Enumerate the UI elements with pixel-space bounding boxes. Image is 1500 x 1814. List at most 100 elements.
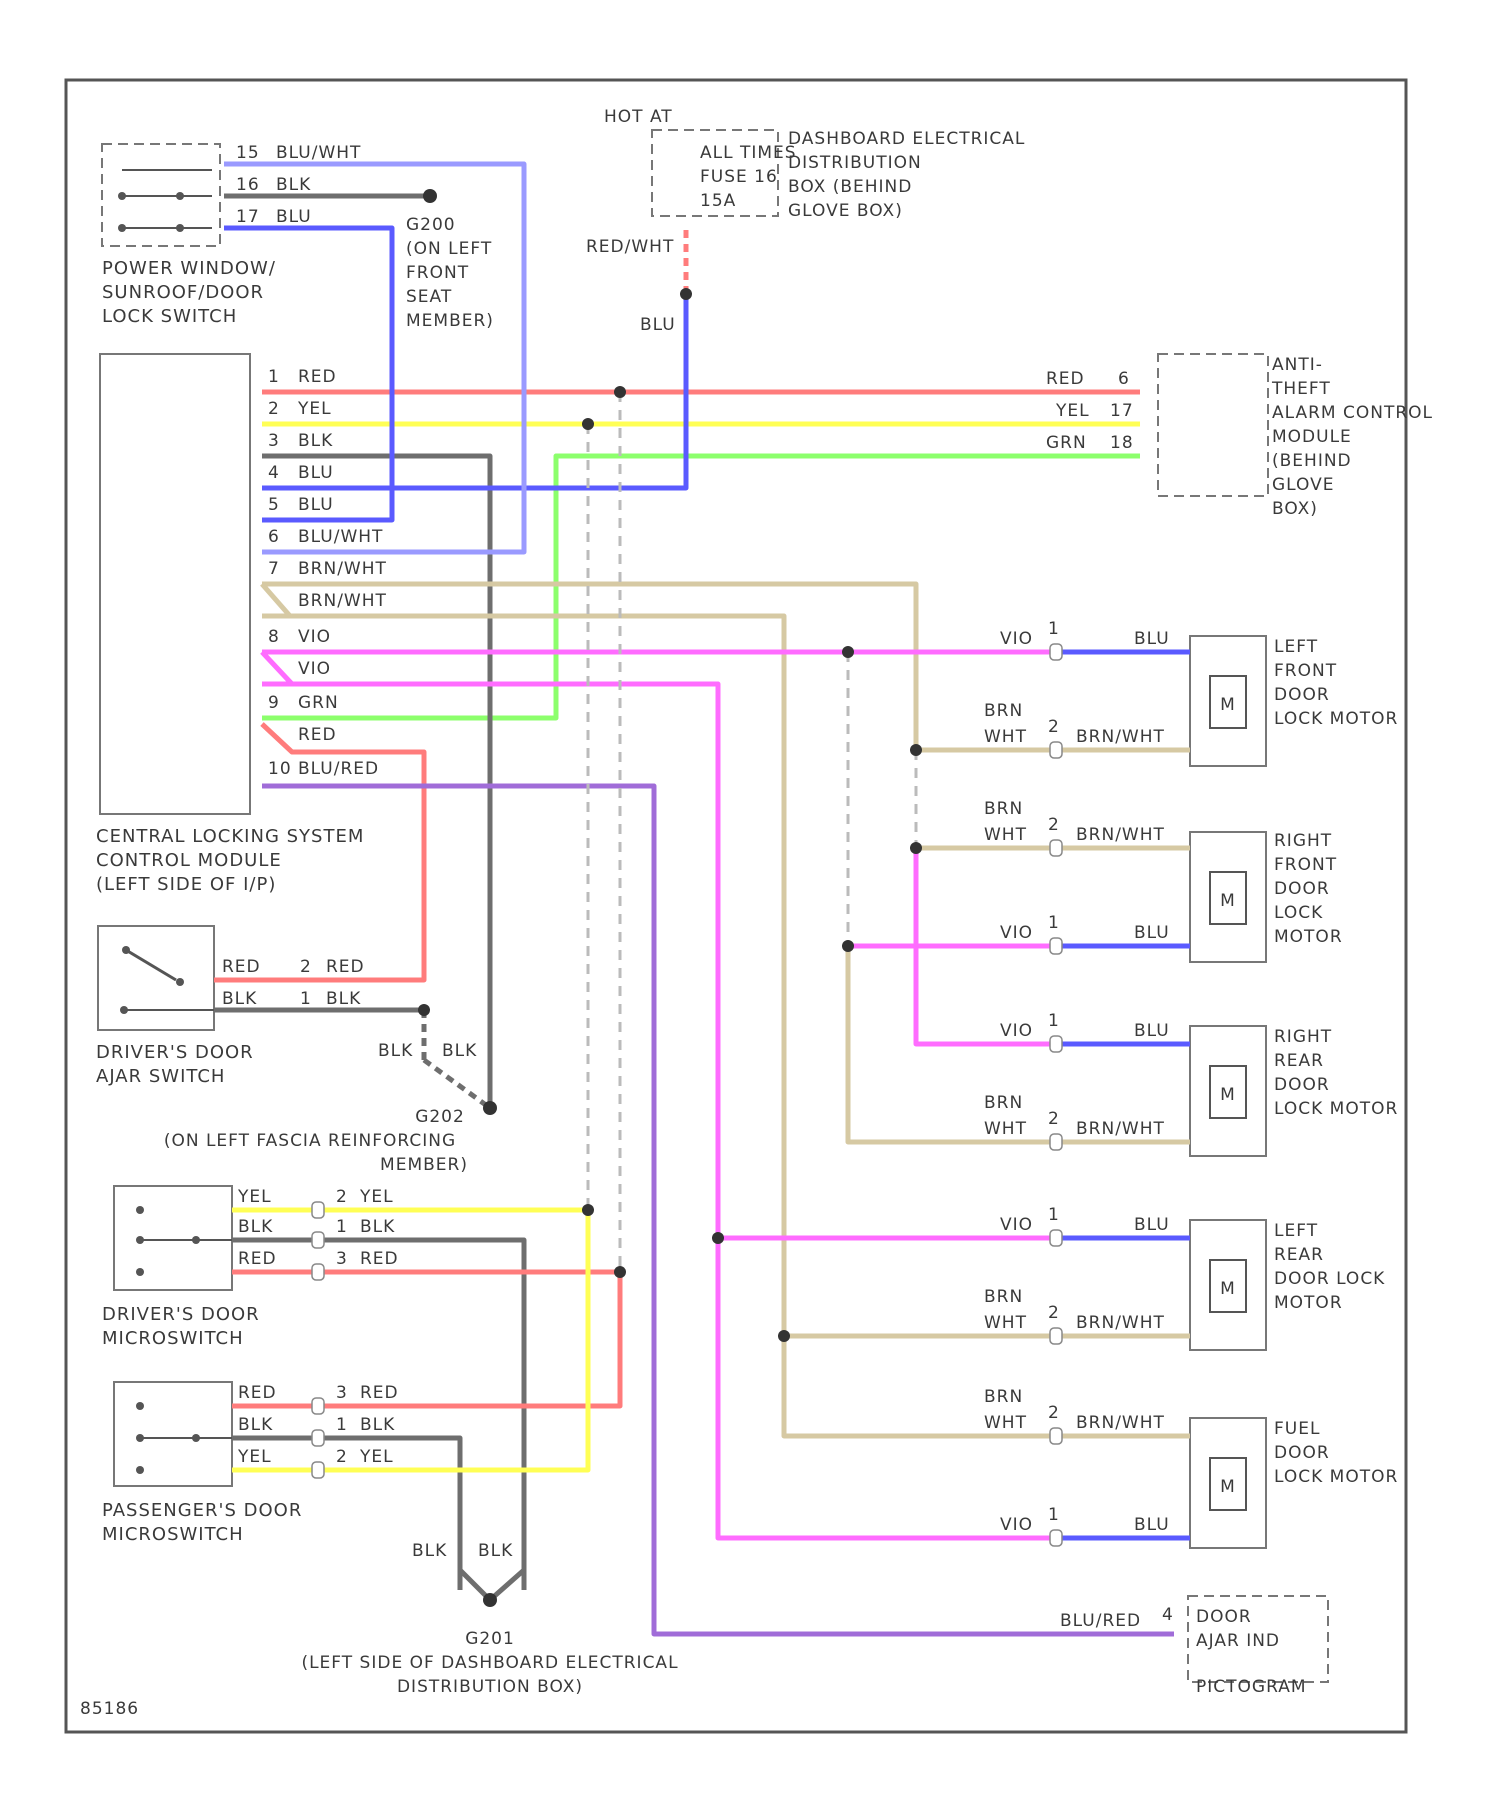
svg-text:BLK: BLK — [478, 1541, 513, 1561]
svg-text:RED: RED — [298, 725, 337, 745]
svg-text:17: 17 — [236, 207, 260, 227]
svg-text:AJAR SWITCH: AJAR SWITCH — [96, 1066, 225, 1087]
svg-text:9: 9 — [268, 693, 280, 713]
driver-micro-labels: YEL 2 YEL BLK 1 BLK RED 3 RED — [237, 1187, 399, 1269]
svg-text:1: 1 — [1048, 913, 1060, 933]
svg-text:M: M — [1220, 695, 1236, 715]
svg-text:BLK: BLK — [360, 1415, 395, 1435]
svg-text:WHT: WHT — [984, 825, 1027, 845]
svg-text:DOOR: DOOR — [1274, 1443, 1330, 1463]
g200-caption: G200 (ON LEFT FRONT SEAT MEMBER) — [406, 215, 494, 331]
svg-text:MICROSWITCH: MICROSWITCH — [102, 1524, 244, 1545]
svg-text:VIO: VIO — [1000, 923, 1033, 943]
svg-text:8: 8 — [268, 627, 280, 647]
svg-text:M: M — [1220, 1279, 1236, 1299]
driver-micro-caption: DRIVER'S DOOR MICROSWITCH — [102, 1304, 260, 1349]
svg-text:BLU: BLU — [298, 495, 334, 515]
svg-text:2: 2 — [268, 399, 280, 419]
svg-text:2: 2 — [336, 1447, 348, 1467]
svg-text:BLK: BLK — [276, 175, 311, 195]
svg-text:WHT: WHT — [984, 1413, 1027, 1433]
svg-text:GRN: GRN — [1046, 433, 1087, 453]
svg-text:RED: RED — [298, 367, 337, 387]
antitheft-module-box — [1158, 354, 1268, 496]
svg-text:MODULE: MODULE — [1272, 427, 1352, 447]
antitheft-pin-labels: RED 6 YEL 17 GRN 18 — [1046, 369, 1134, 453]
antitheft-caption: ANTI- THEFT ALARM CONTROL MODULE (BEHIND… — [1271, 355, 1433, 519]
svg-text:6: 6 — [268, 527, 280, 547]
svg-text:BLU: BLU — [1134, 923, 1170, 943]
svg-text:(BEHIND: (BEHIND — [1272, 451, 1352, 471]
svg-text:BLK: BLK — [378, 1041, 413, 1061]
svg-text:3: 3 — [336, 1249, 348, 1269]
svg-text:YEL: YEL — [237, 1447, 272, 1467]
svg-text:15: 15 — [236, 143, 260, 163]
svg-text:(LEFT SIDE OF I/P): (LEFT SIDE OF I/P) — [96, 874, 276, 895]
rf-wire-labels: BRN WHT 2 BRN/WHT VIO 1 BLU — [984, 799, 1170, 943]
svg-text:BRN/WHT: BRN/WHT — [1076, 727, 1165, 747]
svg-text:16: 16 — [236, 175, 260, 195]
svg-text:6: 6 — [1118, 369, 1130, 389]
svg-text:5: 5 — [268, 495, 280, 515]
svg-text:1: 1 — [1048, 619, 1060, 639]
svg-text:MOTOR: MOTOR — [1274, 1293, 1343, 1313]
svg-text:RED: RED — [360, 1249, 399, 1269]
svg-text:M: M — [1220, 1085, 1236, 1105]
svg-text:BRN: BRN — [984, 1287, 1023, 1307]
svg-text:2: 2 — [1048, 1403, 1060, 1423]
svg-text:3: 3 — [336, 1383, 348, 1403]
svg-text:RIGHT: RIGHT — [1274, 831, 1332, 851]
svg-text:GRN: GRN — [298, 693, 339, 713]
svg-text:PICTOGRAM: PICTOGRAM — [1196, 1677, 1307, 1697]
svg-text:G200: G200 — [406, 215, 456, 235]
svg-text:DOOR LOCK: DOOR LOCK — [1274, 1269, 1385, 1289]
svg-text:BRN/WHT: BRN/WHT — [1076, 825, 1165, 845]
rr-motor: M — [1190, 1026, 1266, 1156]
fuel-motor: M — [1190, 1418, 1266, 1548]
rr-wire-labels: VIO 1 BLU BRN WHT 2 BRN/WHT — [984, 1011, 1170, 1139]
svg-text:DRIVER'S DOOR: DRIVER'S DOOR — [102, 1304, 260, 1325]
svg-text:2: 2 — [1048, 1303, 1060, 1323]
svg-text:BLK: BLK — [326, 989, 361, 1009]
svg-text:RED: RED — [360, 1383, 399, 1403]
svg-text:BRN/WHT: BRN/WHT — [1076, 1119, 1165, 1139]
svg-text:PASSENGER'S DOOR: PASSENGER'S DOOR — [102, 1500, 302, 1521]
splice-dots — [418, 189, 922, 1607]
svg-text:REAR: REAR — [1274, 1245, 1324, 1265]
svg-text:LEFT: LEFT — [1274, 1221, 1318, 1241]
svg-text:FRONT: FRONT — [1274, 855, 1337, 875]
svg-text:AJAR IND: AJAR IND — [1196, 1631, 1280, 1651]
lr-motor: M — [1190, 1220, 1266, 1350]
svg-text:MEMBER): MEMBER) — [380, 1155, 468, 1175]
driver-microswitch — [114, 1186, 232, 1290]
svg-text:BLU/WHT: BLU/WHT — [276, 143, 361, 163]
svg-text:FRONT: FRONT — [406, 263, 469, 283]
svg-text:BLK: BLK — [238, 1217, 273, 1237]
svg-text:VIO: VIO — [298, 627, 331, 647]
svg-text:CENTRAL LOCKING SYSTEM: CENTRAL LOCKING SYSTEM — [96, 826, 364, 847]
lr-motor-caption: LEFT REAR DOOR LOCK MOTOR — [1274, 1221, 1385, 1313]
svg-text:1: 1 — [1048, 1505, 1060, 1525]
svg-text:1: 1 — [336, 1217, 348, 1237]
svg-text:YEL: YEL — [359, 1447, 394, 1467]
lf-wire-labels: VIO 1 BLU BRN WHT 2 BRN/WHT — [984, 619, 1170, 747]
g202-caption: G202 (ON LEFT FASCIA REINFORCING MEMBER) — [164, 1107, 468, 1175]
svg-text:WHT: WHT — [984, 1313, 1027, 1333]
svg-text:BLU/WHT: BLU/WHT — [298, 527, 383, 547]
svg-text:ALL TIMES: ALL TIMES — [700, 143, 797, 163]
svg-text:POWER WINDOW/: POWER WINDOW/ — [102, 258, 276, 279]
svg-text:BOX (BEHIND: BOX (BEHIND — [788, 177, 912, 197]
svg-text:BRN: BRN — [984, 1387, 1023, 1407]
svg-text:BRN/WHT: BRN/WHT — [1076, 1413, 1165, 1433]
power-window-switch-caption: POWER WINDOW/ SUNROOF/DOOR LOCK SWITCH — [102, 258, 276, 327]
svg-text:YEL: YEL — [297, 399, 332, 419]
svg-text:BLU: BLU — [1134, 1515, 1170, 1535]
svg-text:BLK: BLK — [222, 989, 257, 1009]
svg-text:RED: RED — [1046, 369, 1085, 389]
svg-text:BLK: BLK — [442, 1041, 477, 1061]
svg-text:(LEFT SIDE OF DASHBOARD ELECTR: (LEFT SIDE OF DASHBOARD ELECTRICAL — [301, 1653, 678, 1673]
svg-text:SUNROOF/DOOR: SUNROOF/DOOR — [102, 282, 264, 303]
driver-ajar-caption: DRIVER'S DOOR AJAR SWITCH — [96, 1042, 254, 1087]
svg-text:LOCK MOTOR: LOCK MOTOR — [1274, 709, 1398, 729]
svg-text:(ON LEFT FASCIA REINFORCING: (ON LEFT FASCIA REINFORCING — [164, 1131, 456, 1151]
